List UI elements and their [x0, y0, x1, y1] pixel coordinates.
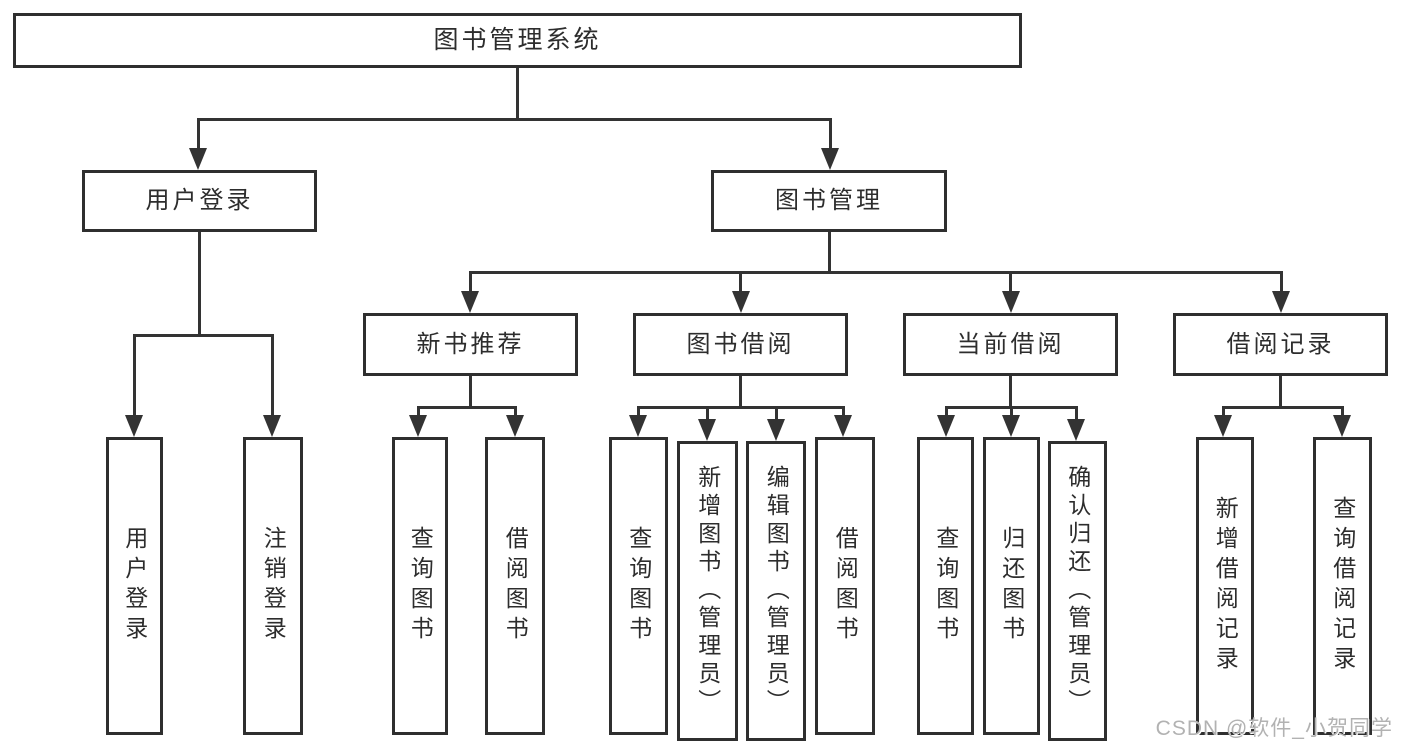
node-root-label: 图书管理系统 — [433, 26, 602, 54]
node-root: 图书管理系统 — [13, 13, 1022, 68]
connector-root-stem — [515, 68, 519, 119]
leaf-borrow-book: 借阅图书 — [815, 437, 875, 735]
connector-new-book-bar — [416, 406, 517, 409]
leaf-edit-book-admin-label: 编辑图书（管理员） — [763, 465, 790, 717]
node-user-login-label: 用户登录 — [145, 187, 254, 214]
connector-stem — [1074, 408, 1078, 421]
connector-stem — [944, 408, 948, 417]
arrowhead — [1067, 419, 1085, 441]
leaf-edit-book-admin: 编辑图书（管理员） — [746, 441, 806, 741]
connector-current-borrow-stem — [1009, 376, 1012, 407]
connector-stem-leaf-logout — [270, 336, 274, 417]
arrowhead-user-login — [189, 148, 207, 170]
leaf-logout-label: 注销登录 — [260, 526, 287, 646]
node-new-book-recommend: 新书推荐 — [363, 313, 578, 376]
connector-stem-leaf-login — [132, 336, 136, 417]
arrowhead — [409, 415, 427, 437]
connector-book-mgmt-stem — [827, 232, 831, 273]
node-book-mgmt-label: 图书管理 — [775, 187, 883, 214]
arrowhead — [506, 415, 524, 437]
connector-book-borrow-bar — [636, 406, 845, 409]
leaf-query-book-recommend-label: 查询图书 — [407, 526, 434, 646]
node-current-borrow: 当前借阅 — [903, 313, 1118, 376]
leaf-confirm-return-admin: 确认归还（管理员） — [1048, 441, 1107, 741]
leaf-return-book: 归还图书 — [983, 437, 1040, 735]
arrowhead-borrow-record — [1272, 291, 1290, 313]
connector-current-borrow-bar — [944, 406, 1078, 409]
connector-book-borrow-stem — [739, 376, 742, 407]
connector-stem — [513, 408, 517, 417]
node-user-login: 用户登录 — [82, 170, 317, 232]
arrowhead — [629, 415, 647, 437]
leaf-logout: 注销登录 — [243, 437, 303, 735]
arrowhead-current-borrow — [1001, 291, 1020, 313]
connector-stem-user-login — [196, 120, 200, 150]
connector-stem-new-book — [468, 273, 472, 292]
leaf-borrow-book-recommend-label: 借阅图书 — [502, 526, 529, 646]
arrowhead-new-book — [461, 291, 479, 313]
connector-borrow-record-bar — [1221, 406, 1344, 409]
leaf-query-borrow-record-label: 查询借阅记录 — [1329, 496, 1356, 676]
csdn-watermark: CSDN @软件_小贺同学 — [1155, 717, 1393, 740]
connector-new-book-stem — [469, 376, 472, 407]
leaf-query-borrow-record: 查询借阅记录 — [1313, 437, 1372, 735]
leaf-query-book-current: 查询图书 — [917, 437, 974, 735]
leaf-query-book-current-label: 查询图书 — [932, 526, 959, 646]
arrowhead — [834, 415, 852, 437]
arrowhead — [937, 415, 955, 437]
leaf-add-borrow-record-label: 新增借阅记录 — [1212, 496, 1239, 676]
connector-stem-book-mgmt — [828, 120, 832, 150]
connector-stem — [841, 408, 845, 417]
connector-user-login-stem — [197, 232, 201, 336]
node-book-borrow-label: 图书借阅 — [686, 330, 795, 358]
node-new-book-recommend-label: 新书推荐 — [416, 330, 525, 358]
leaf-borrow-book-recommend: 借阅图书 — [485, 437, 545, 735]
arrowhead-leaf-logout — [263, 415, 281, 437]
leaf-add-borrow-record: 新增借阅记录 — [1196, 437, 1254, 735]
node-book-mgmt: 图书管理 — [711, 170, 947, 232]
leaf-add-book-admin: 新增图书（管理员） — [677, 441, 738, 741]
arrowhead-book-borrow — [731, 291, 750, 313]
node-borrow-record-label: 借阅记录 — [1226, 330, 1335, 358]
connector-borrow-record-stem — [1279, 376, 1282, 407]
leaf-query-book-borrow-label: 查询图书 — [625, 526, 652, 646]
leaf-user-login: 用户登录 — [106, 437, 163, 735]
connector-stem-borrow-record — [1279, 273, 1283, 292]
connector-stem — [1009, 408, 1013, 417]
connector-root-bar — [196, 118, 832, 121]
connector-stem — [416, 408, 420, 417]
leaf-user-login-label: 用户登录 — [121, 526, 148, 646]
leaf-query-book-recommend: 查询图书 — [392, 437, 448, 735]
connector-user-login-bar — [132, 333, 274, 337]
connector-stem — [705, 408, 709, 421]
arrowhead — [1002, 415, 1020, 437]
arrowhead — [767, 419, 785, 441]
connector-stem-book-borrow — [739, 273, 742, 292]
node-book-borrow: 图书借阅 — [633, 313, 848, 376]
node-borrow-record: 借阅记录 — [1173, 313, 1388, 376]
connector-stem — [1340, 408, 1344, 417]
connector-stem — [636, 408, 640, 417]
leaf-return-book-label: 归还图书 — [998, 526, 1025, 646]
leaf-query-book-borrow: 查询图书 — [609, 437, 668, 735]
leaf-borrow-book-label: 借阅图书 — [832, 526, 859, 646]
leaf-add-book-admin-label: 新增图书（管理员） — [694, 465, 721, 717]
connector-stem — [1221, 408, 1225, 417]
node-current-borrow-label: 当前借阅 — [956, 330, 1065, 358]
leaf-confirm-return-admin-label: 确认归还（管理员） — [1064, 465, 1091, 717]
arrowhead-book-mgmt — [821, 148, 839, 170]
arrowhead-leaf-login — [125, 415, 143, 437]
arrowhead — [1214, 415, 1232, 437]
connector-stem-current-borrow — [1009, 273, 1012, 292]
connector-book-mgmt-bar — [468, 271, 1283, 274]
connector-stem — [774, 408, 778, 421]
arrowhead — [698, 419, 716, 441]
arrowhead — [1333, 415, 1351, 437]
